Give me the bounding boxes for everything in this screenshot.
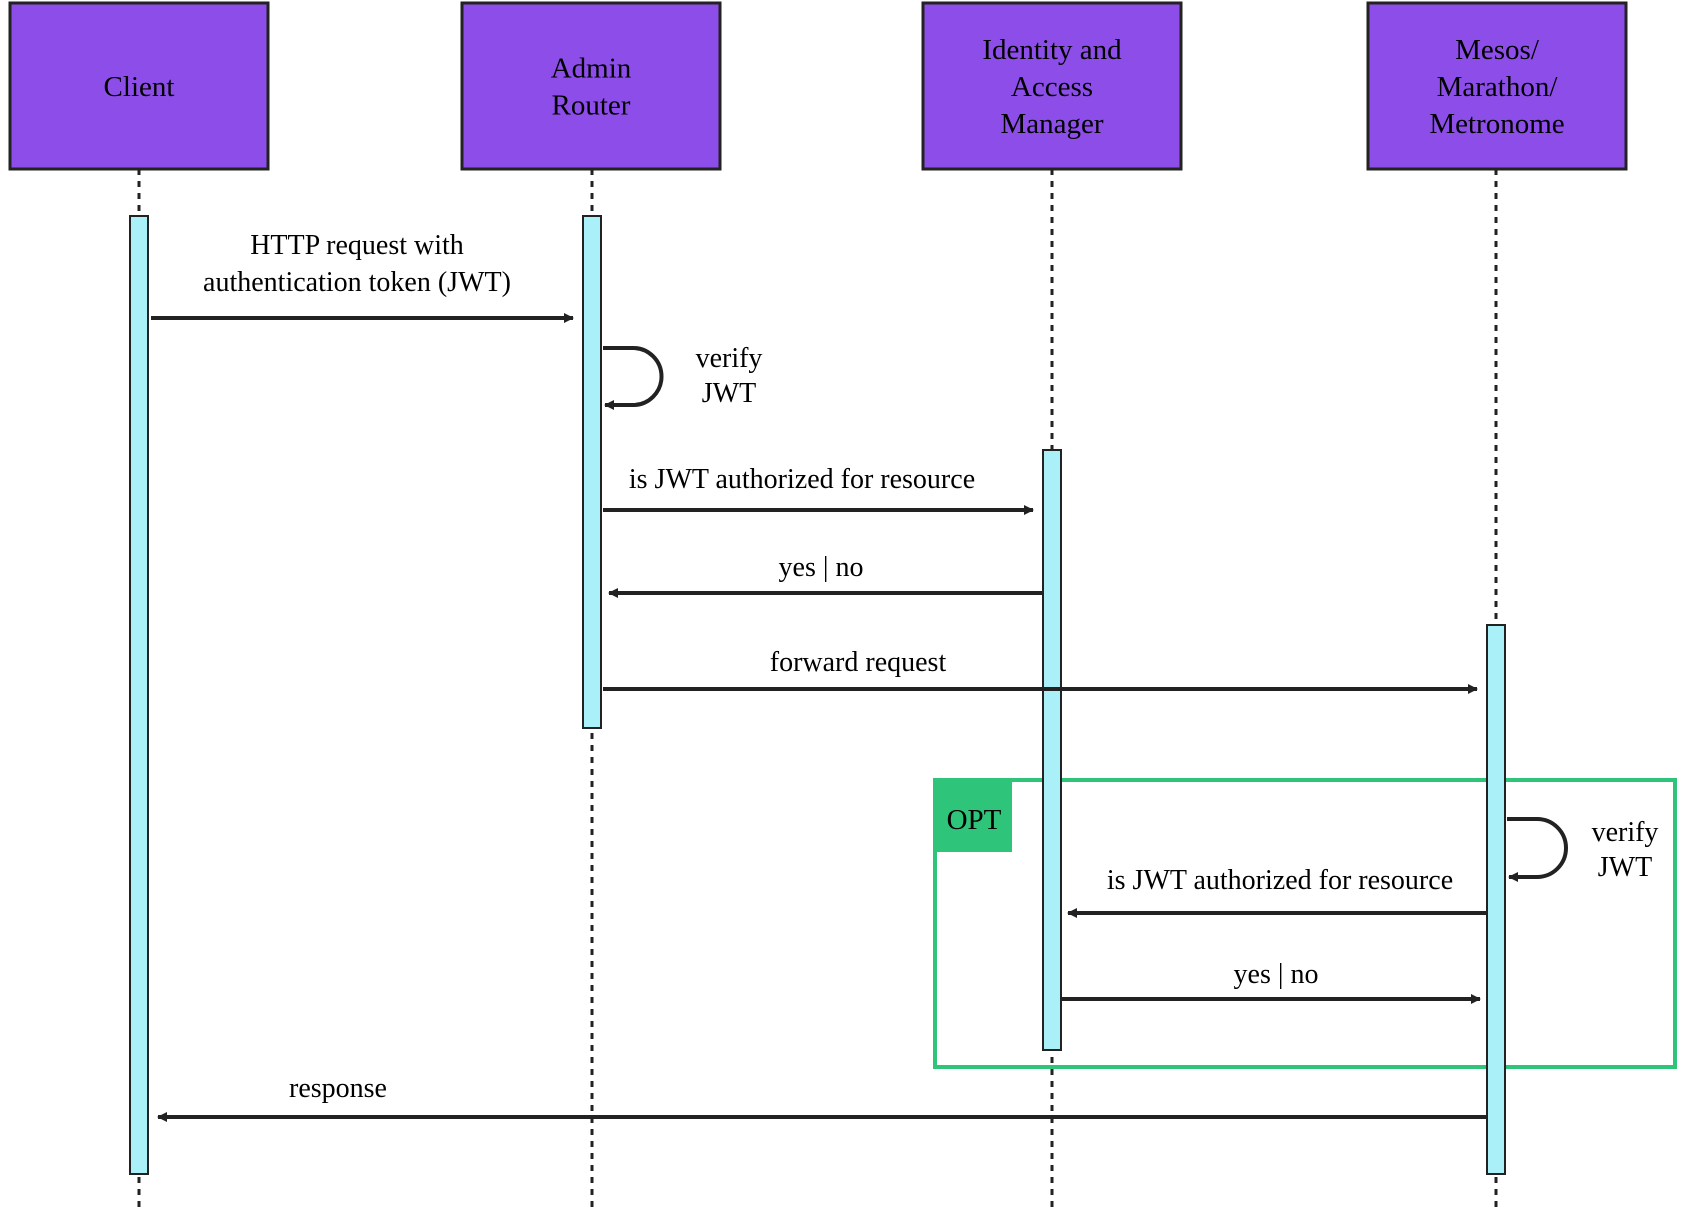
actor-label: Admin [551,53,632,85]
actor-label: Manager [1000,108,1103,140]
message-label: JWT [1598,852,1652,883]
actor-label: Access [1011,71,1093,103]
message-authz-query-router: is JWT authorized for resource [603,464,1034,515]
self-arrow-verify-jwt-mesos [1507,817,1568,882]
activation-bar-client [129,215,149,1175]
activation-bar-mesos [1486,624,1506,1175]
actor-box [460,1,722,171]
self-arrow-verify-jwt-router [603,346,664,410]
opt-fragment: OPT [933,778,1677,1069]
actor-mesos: Mesos/Marathon/Metronome [1366,1,1628,171]
message-response: response [157,1073,1486,1122]
message-label: yes | no [779,552,864,583]
message-label: yes | no [1234,959,1319,990]
actor-box [1366,1,1628,171]
opt-fragment-frame [933,778,1677,1069]
message-label: is JWT authorized for resource [629,464,975,495]
activation-bars [129,215,1506,1175]
message-label: forward request [770,647,947,678]
message-label: is JWT authorized for resource [1107,865,1453,896]
message-label: JWT [702,378,756,409]
messages: HTTP request with authentication token (J… [151,230,1658,1122]
actor-label: Router [552,90,631,122]
actor-label: Identity and [982,34,1122,66]
message-label: authentication token (JWT) [203,267,511,298]
actor-box [921,1,1183,171]
message-authz-query-mesos: is JWT authorized for resource [1067,865,1486,918]
actor-label: Mesos/ [1455,34,1540,66]
opt-fragment-tag [935,780,1012,852]
opt-fragment-label: OPT [947,804,1002,836]
message-authz-reply-mesos: yes | no [1062,959,1481,1004]
message-forward-request: forward request [603,647,1478,694]
message-label: verify [1592,817,1659,848]
actor-box [8,1,270,171]
activation-bar-iam [1042,449,1062,1051]
message-authz-reply-router: yes | no [608,552,1043,598]
actor-label: Client [104,71,175,103]
actor-label: Metronome [1429,108,1564,140]
message-label: HTTP request with [250,230,464,261]
actor-client: Client [8,1,270,171]
message-label: verify [696,343,763,374]
message-http-request: HTTP request with authentication token (J… [151,230,574,323]
activation-bar-admin-router [582,215,602,729]
message-label: response [289,1073,387,1104]
actor-label: Marathon/ [1437,71,1559,103]
